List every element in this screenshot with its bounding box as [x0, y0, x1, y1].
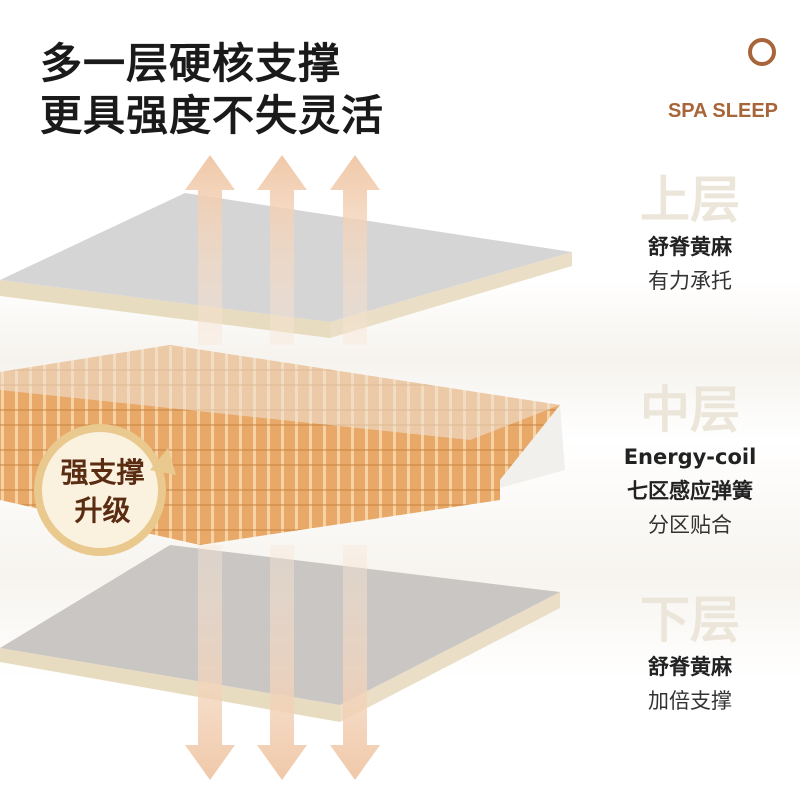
arrow-up-icon	[257, 155, 307, 345]
layer-bottom-info: 下层 舒脊黄麻 加倍支撑	[600, 590, 780, 718]
headline-line2: 更具强度不失灵活	[40, 91, 385, 140]
layer-desc: 有力承托	[648, 269, 732, 293]
brand-name: SPA SLEEP	[667, 100, 778, 122]
layer-name: 中层	[640, 381, 740, 439]
layer-middle-info: 中层 Energy-coil 七区感应弹簧 分区贴合	[600, 380, 780, 542]
arrow-down-icon	[257, 545, 307, 780]
layer-name: 下层	[640, 591, 740, 649]
headline-line1: 多一层硬核支撑	[40, 39, 342, 88]
badge-medal	[34, 424, 176, 556]
layer-material: 舒脊黄麻	[648, 655, 732, 679]
badge-line1: 强支撑	[60, 456, 145, 489]
layer-material-cn: 七区感应弹簧	[627, 479, 753, 503]
down-arrows	[185, 545, 380, 780]
arrow-down-icon	[185, 545, 235, 780]
badge-line2: 升级	[74, 494, 131, 527]
arrow-up-icon	[185, 155, 235, 345]
layer-name: 上层	[640, 171, 740, 229]
layer-desc: 分区贴合	[648, 513, 732, 537]
layer-material: Energy-coil	[623, 445, 757, 469]
arrow-up-icon	[330, 155, 380, 345]
support-upgrade-badge: 强支撑升级	[35, 440, 170, 559]
layer-top-info: 上层 舒脊黄麻 有力承托	[600, 170, 780, 298]
brand-logo-ring	[748, 38, 776, 66]
layer-desc: 加倍支撑	[648, 689, 732, 713]
arrow-down-icon	[330, 545, 380, 780]
up-arrows	[185, 155, 380, 345]
layer-material: 舒脊黄麻	[648, 235, 732, 259]
